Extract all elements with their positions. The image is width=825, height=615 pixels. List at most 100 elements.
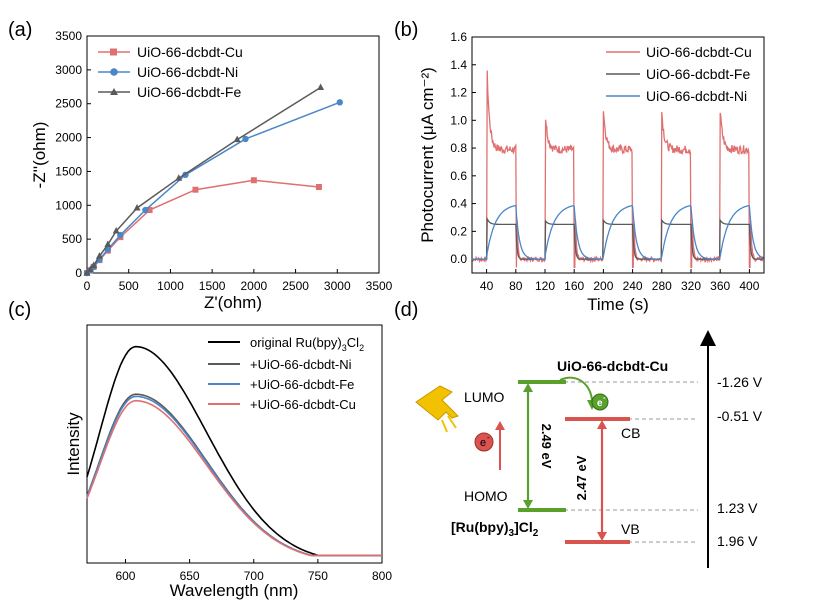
data-point [233, 135, 241, 143]
panel-a-series [83, 83, 343, 277]
x-tick-label: 800 [372, 569, 392, 583]
y-tick-label: 2000 [55, 131, 82, 145]
panel-c-ylabel: Intensity [64, 412, 83, 476]
series-line [86, 395, 382, 557]
y-tick-label: 1.2 [450, 86, 467, 100]
vb-label: VB [621, 521, 640, 537]
electron-transfer-arrow [559, 376, 593, 403]
x-tick-label: 2000 [241, 279, 268, 293]
y-tick-label: 2500 [55, 97, 82, 111]
y-tick-label: 1500 [55, 164, 82, 178]
x-tick-label: 280 [652, 279, 672, 293]
x-tick-label: 600 [115, 569, 135, 583]
mof-title: UiO-66-dcbdt-Cu [557, 358, 668, 374]
y-tick-label: 1.6 [450, 30, 467, 44]
level-lumo-value: -1.26 V [717, 374, 763, 390]
data-point [192, 186, 199, 193]
cb-label: CB [621, 425, 640, 441]
legend-a-cu: UiO-66-dcbdt-Cu [137, 44, 243, 60]
homo-label: HOMO [464, 488, 508, 504]
lumo-label: LUMO [464, 389, 505, 405]
data-point [133, 203, 141, 211]
level-vb-value: 1.96 V [717, 533, 758, 549]
y-tick-label: 0.6 [450, 169, 467, 183]
legend-b-fe: UiO-66-dcbdt-Fe [646, 66, 750, 82]
level-homo-value: 1.23 V [717, 500, 758, 516]
y-tick-label: 0.8 [450, 141, 467, 155]
data-point [104, 240, 112, 248]
data-point [175, 174, 183, 181]
electron-ru: e - [474, 432, 494, 452]
panel-b-series [471, 70, 765, 269]
legend-c-original: original Ru(bpy)3Cl2 [250, 335, 364, 353]
legend-b-cu: UiO-66-dcbdt-Cu [646, 44, 752, 60]
svg-text:-: - [603, 393, 606, 402]
y-tick-label: 0 [75, 266, 82, 280]
svg-text:e: e [597, 398, 603, 409]
x-tick-label: 40 [480, 279, 494, 293]
x-tick-label: 3000 [324, 279, 351, 293]
data-point [315, 184, 322, 191]
x-tick-label: 240 [623, 279, 643, 293]
panel-a-ylabel: -Z''(ohm) [30, 122, 49, 189]
x-tick-label: 160 [564, 279, 584, 293]
panel-b-ylabel: Photocurrent (μA cm⁻²) [418, 67, 437, 243]
y-tick-label: 1.4 [450, 58, 467, 72]
y-tick-label: 3000 [55, 63, 82, 77]
panel-label-d: (d) [394, 299, 418, 321]
panel-label-c: (c) [8, 299, 31, 321]
y-tick-label: 0.0 [450, 252, 467, 266]
data-point [142, 206, 149, 214]
y-tick-label: 500 [62, 232, 82, 246]
series-line [86, 399, 382, 557]
y-tick-label: 0.2 [450, 224, 467, 238]
panel-label-b: (b) [394, 19, 418, 41]
legend-c-ni: +UiO-66-dcbdt-Ni [250, 357, 352, 372]
level-cb-value: -0.51 V [717, 408, 763, 424]
svg-text:e: e [480, 437, 486, 449]
x-tick-label: 3500 [366, 279, 393, 293]
data-point [90, 261, 98, 269]
panel-a-legend: UiO-66-dcbdt-Cu UiO-66-dcbdt-Ni UiO-66-d… [98, 44, 243, 100]
x-tick-label: 360 [710, 279, 730, 293]
legend-c-cu: +UiO-66-dcbdt-Cu [250, 397, 356, 412]
ru-complex-label: [Ru(bpy)3]Cl2 [451, 519, 539, 539]
y-tick-label: 1000 [55, 198, 82, 212]
x-tick-label: 700 [244, 569, 264, 583]
y-tick-label: 1.0 [450, 113, 467, 127]
panel-a-xlabel: Z'(ohm) [204, 293, 262, 312]
svg-text:-: - [487, 433, 490, 442]
data-point [83, 269, 91, 276]
ru-gap-label: 2.49 eV [539, 424, 554, 469]
data-point [146, 207, 153, 214]
series-line [86, 393, 382, 557]
panel-c-xlabel: Wavelength (nm) [170, 581, 299, 600]
panel-c-series [86, 345, 382, 557]
x-tick-label: 500 [119, 279, 139, 293]
x-tick-label: 750 [308, 569, 328, 583]
legend-b-ni: UiO-66-dcbdt-Ni [646, 88, 747, 104]
x-tick-label: 0 [84, 279, 91, 293]
legend-a-ni: UiO-66-dcbdt-Ni [137, 64, 238, 80]
x-tick-label: 2500 [282, 279, 309, 293]
data-point [112, 227, 120, 234]
series-line [86, 86, 321, 274]
series-line [86, 179, 320, 274]
legend-c-fe: +UiO-66-dcbdt-Fe [250, 377, 354, 392]
light-bolt-icon [415, 385, 459, 433]
y-tick-label: 3500 [55, 29, 82, 43]
data-point [96, 252, 104, 259]
panel-d-energy-diagram: e - e - UiO-66-dcbdt-Cu LUMO HOMO CB VB … [415, 330, 763, 568]
panel-b-frame [471, 36, 765, 274]
x-tick-label: 200 [593, 279, 613, 293]
x-tick-label: 120 [535, 279, 555, 293]
x-tick-label: 1000 [157, 279, 184, 293]
series-line [86, 101, 341, 274]
